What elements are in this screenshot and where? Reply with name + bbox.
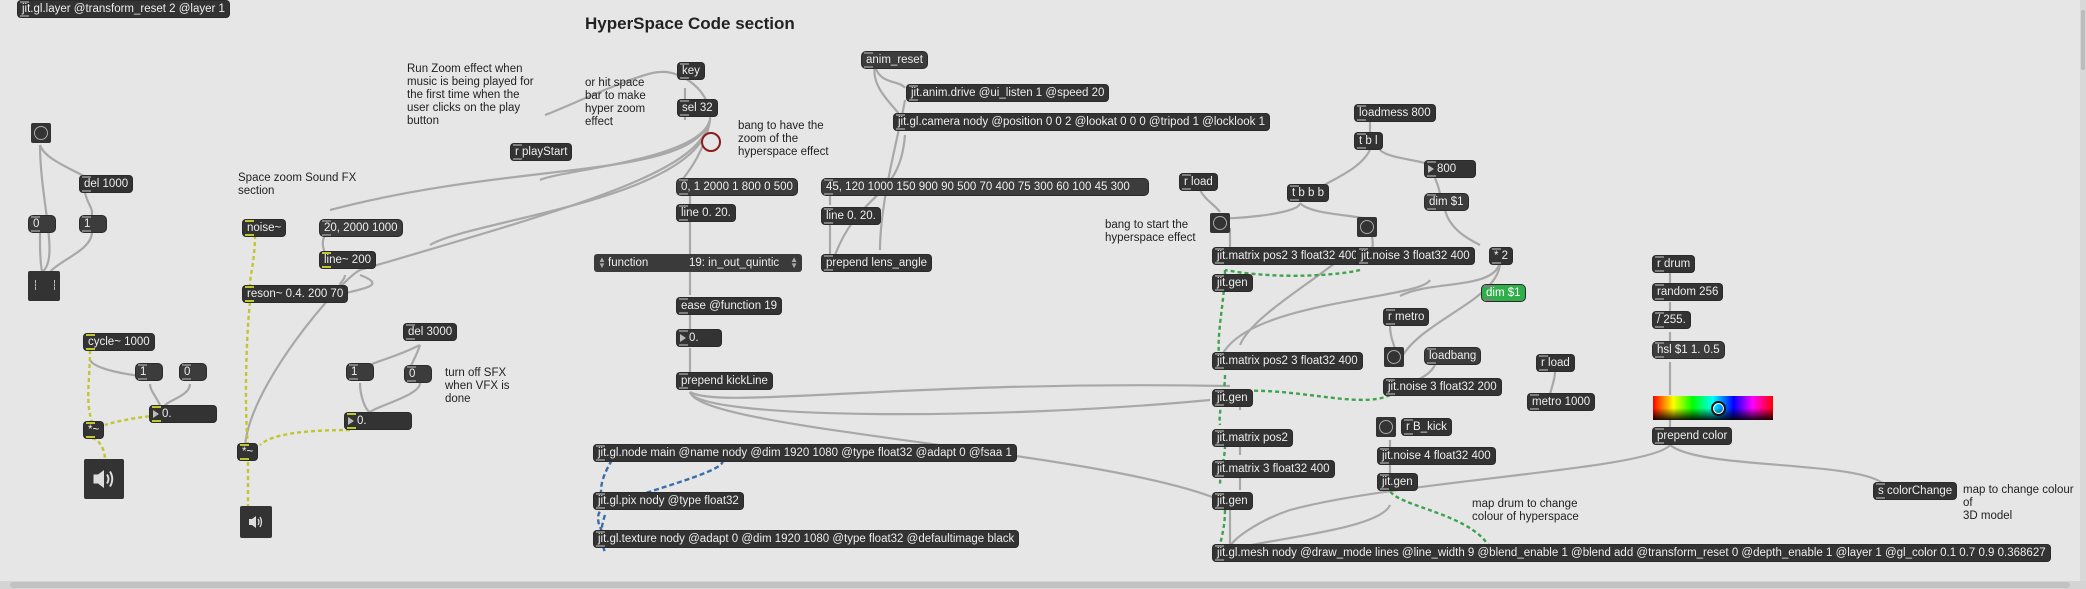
speaker-icon[interactable] <box>84 459 124 499</box>
message-0[interactable]: 0 <box>29 216 55 232</box>
comment-map-change: map to change colour of 3D model <box>1963 484 2074 522</box>
comment-bang-start: bang to start the hyperspace effect <box>1105 219 1196 244</box>
number-800[interactable]: 800 <box>1425 161 1475 177</box>
jit-matrix-object-1[interactable]: jit.matrix pos2 3 float32 400 <box>1213 248 1362 264</box>
trigger-bl-object[interactable]: t b l <box>1355 133 1382 149</box>
prepend-lens-angle-object[interactable]: prepend lens_angle <box>822 255 932 271</box>
vertical-scrollbar[interactable] <box>2080 0 2086 581</box>
anim-reset-message[interactable]: anim_reset <box>862 52 927 68</box>
bang-icon[interactable] <box>701 132 721 152</box>
dim-message-active[interactable]: dim $1 <box>1482 285 1525 301</box>
toggle-icon[interactable] <box>28 271 60 301</box>
metro-object[interactable]: metro 1000 <box>1528 394 1595 410</box>
jit-gl-node-object[interactable]: jit.gl.node main @name nody @dim 1920 10… <box>594 445 1016 461</box>
message-0b[interactable]: 0 <box>405 366 431 382</box>
message-1[interactable]: 1 <box>80 216 106 232</box>
ease-object[interactable]: ease @function 19 <box>677 298 782 314</box>
jit-gl-texture-object[interactable]: jit.gl.texture nody @adapt 0 @dim 1920 1… <box>594 531 1019 547</box>
r-drum-object[interactable]: r drum <box>1653 256 1695 272</box>
message-0c[interactable]: 0 <box>180 364 206 380</box>
zoom-message-1[interactable]: 0, 1 2000 1 800 0 500 <box>677 179 797 195</box>
menu-arrows-icon: ▲▼ <box>790 255 798 270</box>
comment-turn-off-sfx: turn off SFX when VFX is done <box>445 367 510 405</box>
colour-picker-icon[interactable] <box>1653 396 1773 420</box>
multiply-signal-object-a[interactable]: *~ <box>84 422 104 438</box>
bang-button[interactable] <box>31 123 51 143</box>
del-1000-object[interactable]: del 1000 <box>80 176 133 192</box>
ease-number-box[interactable]: 0. <box>677 330 721 346</box>
key-object[interactable]: key <box>678 63 704 79</box>
r-load-object-2[interactable]: r load <box>1537 355 1574 371</box>
picker-handle[interactable] <box>1711 401 1726 416</box>
loadmess-object[interactable]: loadmess 800 <box>1355 105 1435 121</box>
comment-space-zoom-fx: Space zoom Sound FX section <box>238 172 357 197</box>
multiply-2-object[interactable]: * 2 <box>1490 248 1513 264</box>
prepend-kickline-object[interactable]: prepend kickLine <box>677 373 772 389</box>
ramp-message[interactable]: 20, 2000 1000 <box>320 220 402 236</box>
line-signal-object[interactable]: line~ 200 <box>320 252 375 268</box>
scrollbar-thumb[interactable] <box>10 582 2070 588</box>
multiply-signal-object-b[interactable]: *~ <box>238 444 258 460</box>
jit-noise-object-2[interactable]: jit.noise 3 float32 200 <box>1384 379 1501 395</box>
del-3000-object[interactable]: del 3000 <box>404 324 457 340</box>
bang-button[interactable] <box>1357 217 1377 237</box>
cycle-object[interactable]: cycle~ 1000 <box>84 334 154 350</box>
message-1b[interactable]: 1 <box>347 364 373 380</box>
jit-matrix-object-3[interactable]: jit.matrix pos2 <box>1213 430 1292 446</box>
r-bkick-object[interactable]: r B_kick <box>1402 419 1451 435</box>
jit-gen-object-3[interactable]: jit.gen <box>1378 474 1417 490</box>
random-object[interactable]: random 256 <box>1653 284 1723 300</box>
reson-object[interactable]: reson~ 0.4. 200 70 <box>243 286 348 302</box>
anim-drive-object[interactable]: jit.anim.drive @ui_listen 1 @speed 20 <box>907 85 1109 101</box>
comment-bang-zoom: bang to have the zoom of the hyperspace … <box>738 120 829 158</box>
section-title: HyperSpace Code section <box>585 14 795 33</box>
bang-start-button[interactable] <box>1210 213 1230 233</box>
prepend-color-object[interactable]: prepend color <box>1653 428 1732 444</box>
comment-run-zoom: Run Zoom effect when music is being play… <box>407 63 534 127</box>
noise-object[interactable]: noise~ <box>243 220 286 236</box>
function-menu[interactable]: ▲▼ function <box>594 254 699 272</box>
jit-gen-object-2[interactable]: jit.gen <box>1213 390 1252 406</box>
hsl-message[interactable]: hsl $1 1. 0.5 <box>1653 342 1724 358</box>
bang-button[interactable] <box>1384 347 1404 367</box>
divide-object[interactable]: / 255. <box>1653 312 1690 328</box>
loadbang-object[interactable]: loadbang <box>1425 348 1481 364</box>
speaker-icon[interactable] <box>240 506 272 538</box>
comment-space-bar: or hit space bar to make hyper zoom effe… <box>585 77 646 128</box>
dim-message[interactable]: dim $1 <box>1425 194 1468 210</box>
r-metro-object[interactable]: r metro <box>1384 309 1429 325</box>
ease-function-menu[interactable]: 19: in_out_quintic ▲▼ <box>675 254 802 272</box>
jit-gen-object-4[interactable]: jit.gen <box>1213 493 1252 509</box>
horizontal-scrollbar[interactable] <box>0 581 2086 589</box>
trigger-bbb-object[interactable]: t b b b <box>1288 185 1328 201</box>
jit-gl-pix-object[interactable]: jit.gl.pix nody @type float32 <box>594 493 743 509</box>
r-playstart-object[interactable]: r playStart <box>511 144 572 160</box>
line-object-1[interactable]: line 0. 20. <box>677 205 735 221</box>
jit-gen-object-1[interactable]: jit.gen <box>1213 275 1252 291</box>
jit-gl-mesh-object[interactable]: jit.gl.mesh nody @draw_mode lines @line_… <box>1213 545 2050 561</box>
message-1c[interactable]: 1 <box>136 364 162 380</box>
scrollbar-thumb[interactable] <box>2081 10 2085 70</box>
gl-camera-object[interactable]: jit.gl.camera nody @position 0 0 2 @look… <box>894 114 1269 130</box>
bang-button[interactable] <box>1376 417 1396 437</box>
jit-noise-object-1[interactable]: jit.noise 3 float32 400 <box>1357 248 1474 264</box>
send-colorchange-object[interactable]: s colorChange <box>1874 483 1957 499</box>
zoom-message-2[interactable]: 45, 120 1000 150 900 90 500 70 400 75 30… <box>822 179 1148 195</box>
sig-number-b[interactable]: 0. <box>345 413 411 429</box>
sig-number-a[interactable]: 0. <box>150 406 216 422</box>
jit-noise-object-3[interactable]: jit.noise 4 float32 400 <box>1378 448 1495 464</box>
menu-arrows-icon: ▲▼ <box>598 255 606 270</box>
jit-gl-layer-object[interactable]: jit.gl.layer @transform_reset 2 @layer 1 <box>18 1 229 17</box>
sel-32-object[interactable]: sel 32 <box>678 100 717 116</box>
r-load-object-1[interactable]: r load <box>1180 174 1217 190</box>
jit-matrix-object-2[interactable]: jit.matrix pos2 3 float32 400 <box>1213 353 1362 369</box>
jit-matrix-object-4[interactable]: jit.matrix 3 float32 400 <box>1213 461 1334 477</box>
comment-map-drum: map drum to change colour of hyperspace <box>1472 498 1579 523</box>
line-object-2[interactable]: line 0. 20. <box>822 208 880 224</box>
